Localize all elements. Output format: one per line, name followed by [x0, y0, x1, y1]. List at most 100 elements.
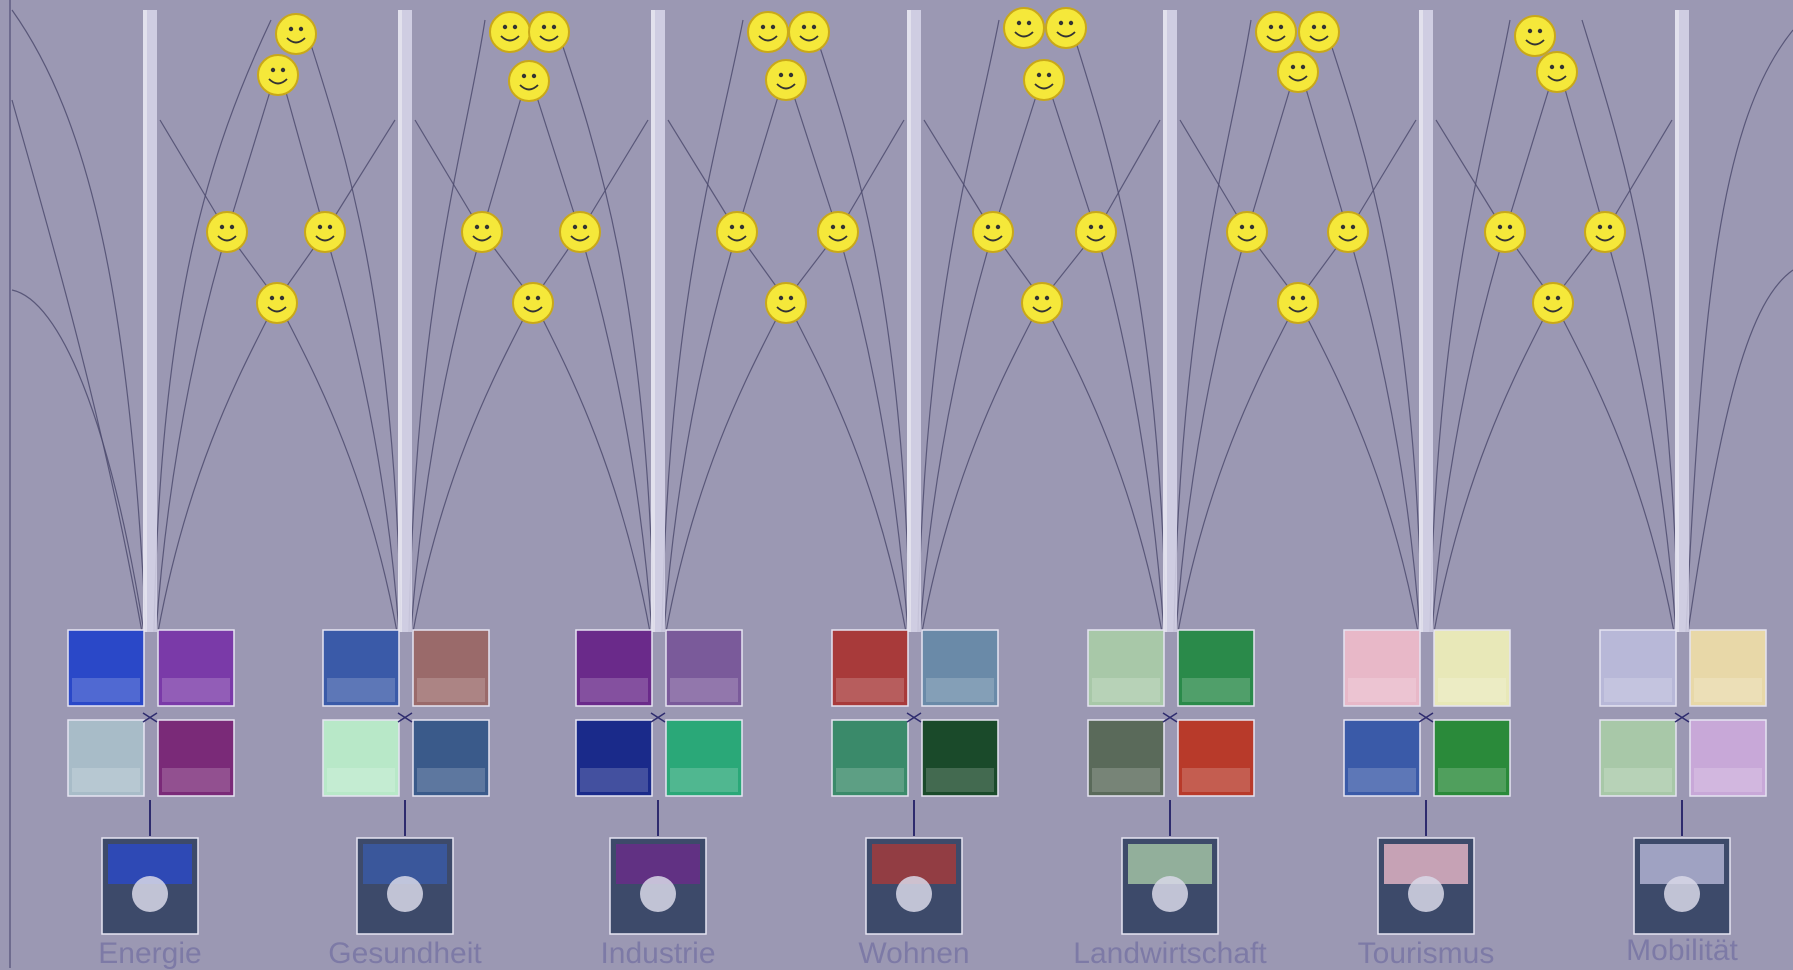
connector-cross	[651, 713, 665, 722]
photo-tile-shade	[327, 678, 395, 702]
connector-cross	[143, 713, 157, 722]
smiley-icon	[305, 212, 345, 252]
smiley-icon	[766, 60, 806, 100]
sector-label[interactable]: Mobilität	[1552, 936, 1793, 966]
smiley-icon	[257, 283, 297, 323]
smiley-icon	[1585, 212, 1625, 252]
photo-tile-shade	[580, 678, 648, 702]
photo-tile-shade	[1348, 678, 1416, 702]
photo-tile-shade	[162, 768, 230, 792]
smiley-icon	[1278, 283, 1318, 323]
smiley-icon	[766, 283, 806, 323]
sector-wind-turbine[interactable]	[68, 630, 234, 934]
pillar-highlight	[651, 10, 655, 632]
curve	[12, 100, 142, 632]
sector-house[interactable]	[832, 630, 998, 934]
photo-tile-shade	[580, 768, 648, 792]
sector-label[interactable]: Tourismus	[1296, 939, 1556, 969]
curve	[482, 91, 523, 232]
curve	[1174, 20, 1251, 632]
icon-motif	[387, 876, 423, 912]
sector-tire[interactable]	[1600, 630, 1766, 934]
curve	[1178, 300, 1298, 632]
connector-cross	[1163, 713, 1177, 722]
photo-tile-shade	[670, 768, 738, 792]
curve	[411, 232, 482, 632]
curve	[993, 90, 1038, 232]
pillar-highlight	[1419, 10, 1423, 632]
photo-tile-shade	[1438, 768, 1506, 792]
smiley-icon	[560, 212, 600, 252]
photo-tile-shade	[1182, 768, 1250, 792]
photo-tile-shade	[670, 678, 738, 702]
curve	[303, 20, 401, 632]
curve	[1432, 232, 1505, 632]
curve	[156, 232, 227, 632]
curve	[1298, 300, 1418, 632]
smiley-icon	[1537, 52, 1577, 92]
curve	[409, 20, 485, 632]
smiley-icon	[529, 12, 569, 52]
curve	[284, 85, 325, 232]
icon-motif	[1408, 876, 1444, 912]
photo-tile-shade	[162, 678, 230, 702]
smiley-icon	[1485, 212, 1525, 252]
smiley-icon	[789, 12, 829, 52]
smiley-icon	[462, 212, 502, 252]
curve	[1505, 82, 1551, 232]
sector-hotel[interactable]	[1344, 630, 1510, 934]
photo-tile-shade	[1604, 768, 1672, 792]
curve	[1304, 82, 1348, 232]
curve	[554, 20, 654, 632]
pillar-highlight	[143, 10, 147, 632]
sector-welding[interactable]	[576, 630, 742, 934]
sector-label[interactable]: Gesundheit	[275, 939, 535, 969]
curve	[535, 91, 580, 232]
smiley-icon	[490, 12, 530, 52]
pillar-highlight	[1675, 10, 1679, 632]
curve	[1042, 300, 1162, 632]
curve	[158, 300, 277, 632]
curve	[1050, 90, 1096, 232]
curve	[1553, 300, 1674, 632]
smiley-icon	[1533, 283, 1573, 323]
smiley-icon	[748, 12, 788, 52]
connector-cross	[1675, 713, 1689, 722]
smiley-icon	[1046, 8, 1086, 48]
sector-label[interactable]: Wohnen	[784, 939, 1044, 969]
smiley-icon	[1024, 60, 1064, 100]
curve	[1247, 82, 1292, 232]
photo-tile-shade	[1438, 678, 1506, 702]
pillar-highlight	[1163, 10, 1167, 632]
curve	[1688, 270, 1793, 632]
smiley-icon	[258, 55, 298, 95]
smiley-icon	[973, 212, 1013, 252]
smiley-icon	[717, 212, 757, 252]
photo-tile-shade	[1182, 678, 1250, 702]
icon-motif	[896, 876, 932, 912]
sector-label[interactable]: Industrie	[528, 939, 788, 969]
photo-tile-shade	[417, 678, 485, 702]
curve	[792, 90, 838, 232]
curve	[1096, 232, 1164, 632]
smiley-icon	[509, 61, 549, 101]
sector-stethoscope[interactable]	[323, 630, 489, 934]
curve	[920, 232, 993, 632]
sector-label[interactable]: Landwirtschaft	[1040, 939, 1300, 969]
photo-tile-shade	[1092, 768, 1160, 792]
icon-motif	[640, 876, 676, 912]
icon-motif	[132, 876, 168, 912]
curve	[1430, 20, 1510, 632]
sector-tractor[interactable]	[1088, 630, 1254, 934]
curve	[786, 300, 906, 632]
smiley-icon	[276, 14, 316, 54]
smiley-icon	[1256, 12, 1296, 52]
photo-tile-shade	[72, 768, 140, 792]
photo-tile-shade	[417, 768, 485, 792]
smiley-icon	[207, 212, 247, 252]
sector-label[interactable]: Energie	[20, 939, 280, 969]
curve	[1176, 232, 1247, 632]
curve	[662, 20, 743, 632]
curve	[1069, 20, 1166, 632]
photo-tile-shade	[836, 678, 904, 702]
